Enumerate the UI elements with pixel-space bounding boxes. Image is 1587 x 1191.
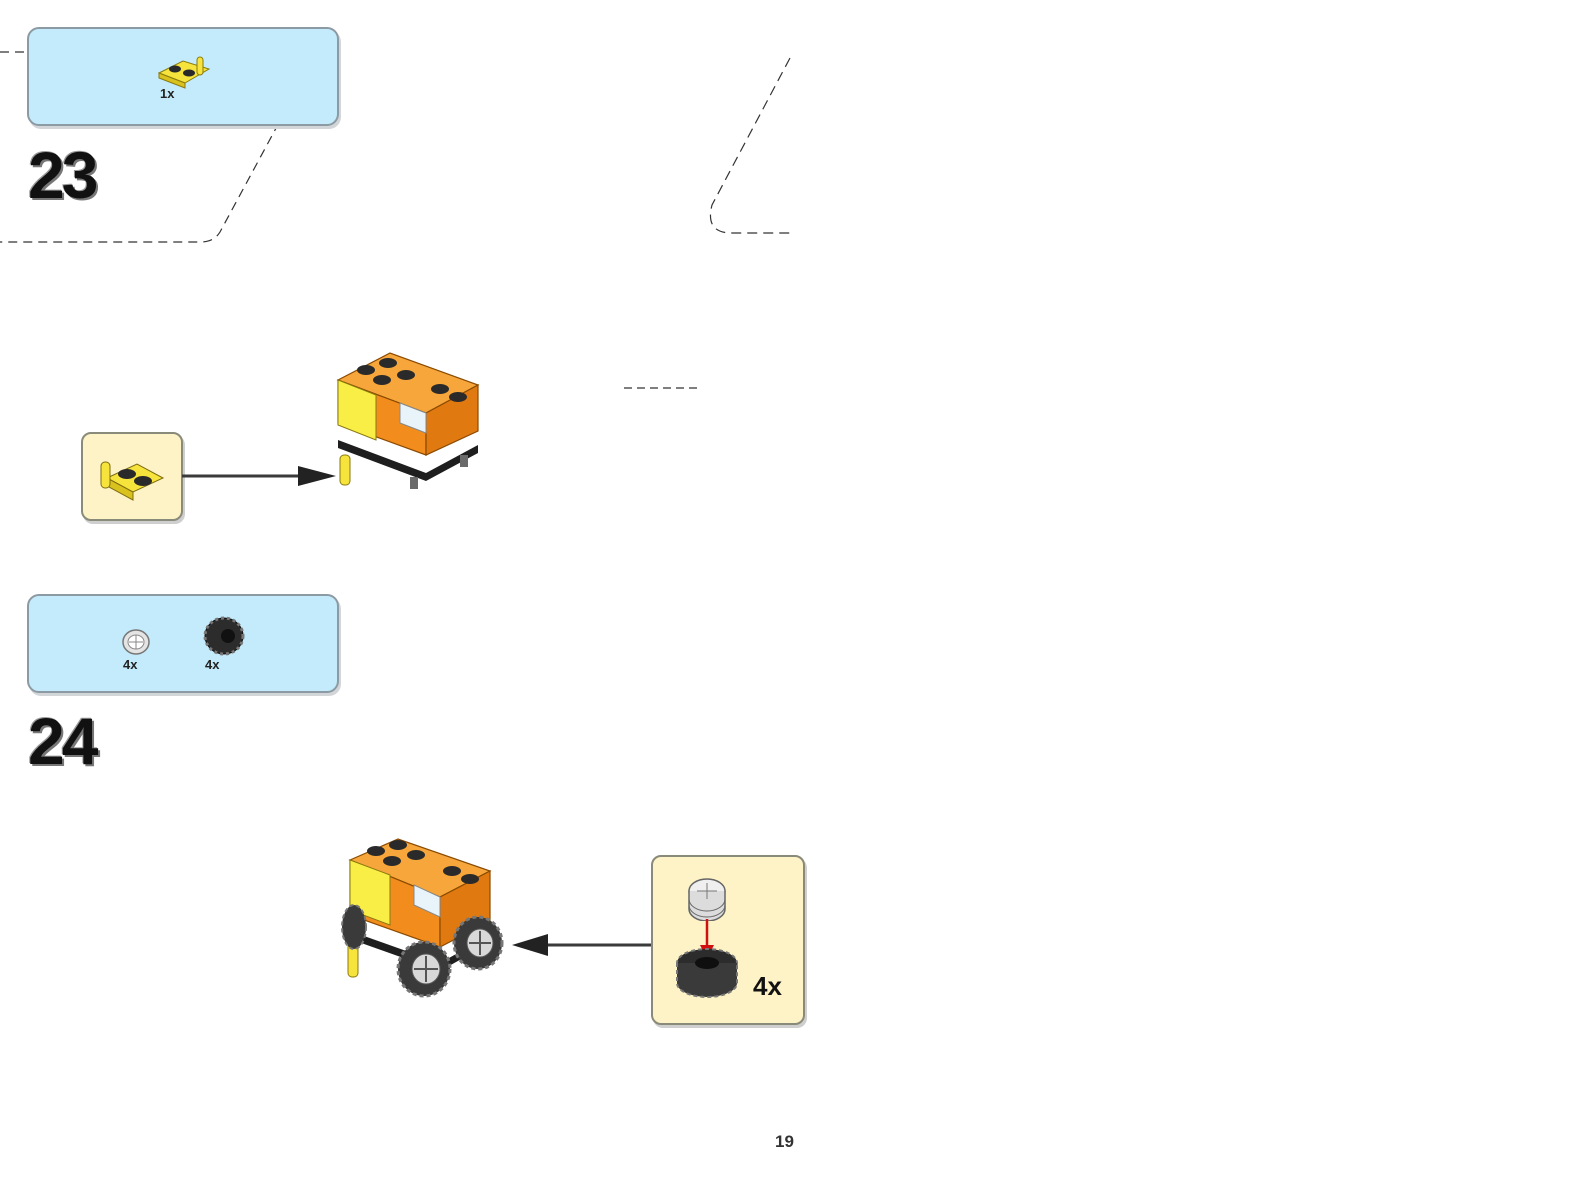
parts-list-step-24: 4x 4x — [27, 594, 339, 693]
step-number: 23 — [28, 138, 98, 212]
yellow-plate-with-clip-icon — [157, 56, 211, 89]
wheel-rim-icon — [688, 878, 726, 921]
model-assembly-step-24 — [341, 838, 504, 998]
part-qty: 4x — [123, 657, 138, 672]
wheel-icon — [452, 915, 504, 971]
model-assembly-step-23 — [336, 352, 480, 489]
yellow-plate-with-clip-icon — [100, 461, 165, 501]
arrow-right-icon — [182, 466, 336, 486]
wheel-rim-icon — [122, 629, 150, 655]
step-number: 24 — [28, 704, 98, 778]
part-qty: 1x — [160, 86, 175, 101]
callout-step-23 — [81, 432, 183, 521]
callout-step-24: 4x — [651, 855, 805, 1025]
parts-list-step-23: 1x — [27, 27, 339, 126]
tire-icon — [203, 616, 245, 656]
subassembly-qty: 4x — [753, 971, 782, 1001]
page-number: 19 — [775, 1132, 794, 1151]
wheel-icon — [396, 940, 452, 998]
tire-icon — [676, 948, 738, 998]
part-qty: 4x — [205, 657, 220, 672]
arrow-left-icon — [512, 934, 654, 956]
